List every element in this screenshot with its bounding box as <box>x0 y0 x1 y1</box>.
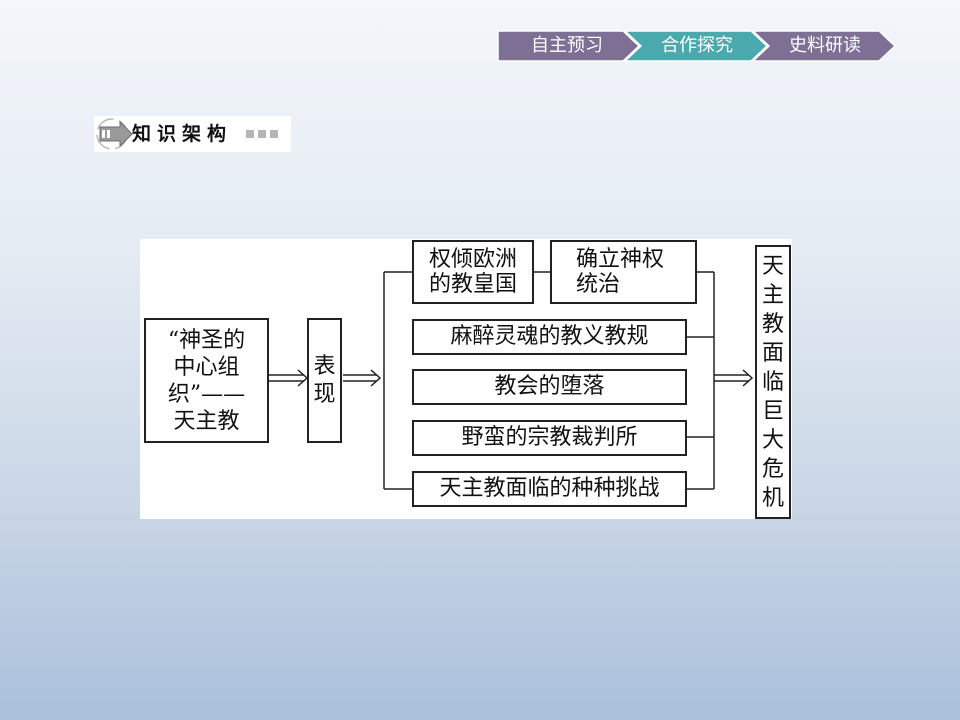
main-topic-box: “神圣的 中心组 织”—— 天主教 <box>144 318 269 443</box>
nav-arrows <box>497 30 897 62</box>
link-line-1: 表 <box>313 353 336 379</box>
branch3-box: 教会的堕落 <box>412 369 687 405</box>
result-char-5: 临 <box>761 369 784 395</box>
result-char-2: 主 <box>761 282 784 308</box>
branch1-left-box: 权倾欧洲 的教皇国 <box>412 240 534 304</box>
branch4-box: 野蛮的宗教裁判所 <box>412 420 687 456</box>
section-title: 知识架构 <box>132 123 233 145</box>
result-char-4: 面 <box>761 340 784 366</box>
branch5-text: 天主教面临的种种挑战 <box>439 476 660 501</box>
branch3-text: 教会的堕落 <box>494 374 605 399</box>
branch2-box: 麻醉灵魂的教义教规 <box>412 319 687 355</box>
diagram-connectors <box>269 271 754 490</box>
section-heading: 知识架构 <box>94 116 291 152</box>
diagram-panel: “神圣的 中心组 织”—— 天主教 表 现 权倾欧洲 的教皇国 确立神权 统治 … <box>140 239 792 519</box>
arrow-icon <box>96 118 278 150</box>
result-char-6: 巨 <box>761 398 784 424</box>
tab-shape-1[interactable] <box>497 30 641 62</box>
arrow-main-to-link <box>269 369 309 387</box>
tab-shape-3[interactable] <box>751 30 897 62</box>
branch1-right-box: 确立神权 统治 <box>550 240 697 304</box>
result-char-1: 天 <box>761 253 784 279</box>
main-topic-line-3: 织”—— <box>167 381 246 407</box>
result-char-9: 机 <box>761 485 784 511</box>
link-line-2: 现 <box>313 381 336 407</box>
tab-preview[interactable]: 自主预习 <box>531 35 603 56</box>
branch1-right-line-1: 确立神权 <box>576 247 665 272</box>
result-char-7: 大 <box>761 427 784 453</box>
branch1-left-line-2: 的教皇国 <box>428 272 517 297</box>
result-char-3: 教 <box>761 311 784 337</box>
main-topic-line-1: “神圣的 <box>167 327 246 353</box>
arrow-branches-to-result <box>714 369 754 387</box>
branch5-box: 天主教面临的种种挑战 <box>412 471 687 507</box>
main-topic-line-4: 天主教 <box>173 408 240 434</box>
left-bracket <box>383 271 412 490</box>
link-box: 表 现 <box>307 318 342 443</box>
branch1-left-line-1: 权倾欧洲 <box>428 247 517 272</box>
right-bracket <box>687 271 715 490</box>
tab-materials[interactable]: 史料研读 <box>789 35 861 56</box>
main-topic-line-2: 中心组 <box>173 354 240 380</box>
tab-cooperate[interactable]: 合作探究 <box>661 35 733 56</box>
tab-shape-2[interactable] <box>623 30 769 62</box>
branch2-text: 麻醉灵魂的教义教规 <box>450 324 649 349</box>
top-nav: 自主预习 合作探究 史料研读 <box>497 30 897 64</box>
arrow-link-to-branches <box>343 369 382 387</box>
result-box: 天 主 教 面 临 巨 大 危 机 <box>755 245 791 519</box>
result-char-8: 危 <box>761 456 784 482</box>
branch4-text: 野蛮的宗教裁判所 <box>461 425 638 450</box>
branch1-right-line-2: 统治 <box>576 272 621 297</box>
